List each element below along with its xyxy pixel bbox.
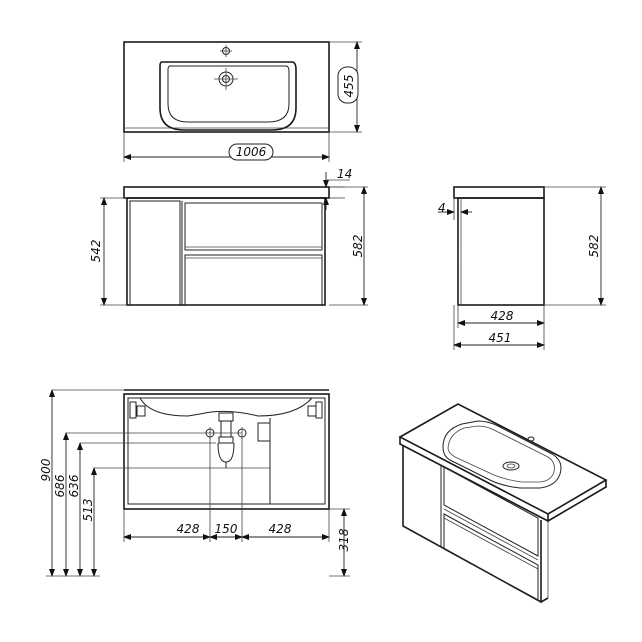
back-view: 900 686 636 513 428 150 428 318 — [39, 389, 351, 577]
front-body-height-label: 542 — [89, 240, 103, 263]
front-top-thickness-label: 14 — [337, 167, 352, 181]
back-height-2-label: 686 — [53, 474, 67, 497]
side-view: 4 582 428 451 — [438, 186, 606, 350]
side-offset-label: 4 — [438, 201, 446, 215]
top-view: 455 1006 — [123, 41, 362, 162]
back-width-center-label: 150 — [215, 522, 238, 536]
top-depth-label: 455 — [342, 75, 356, 98]
back-height-3-label: 636 — [67, 474, 81, 497]
drain-icon — [214, 68, 238, 90]
side-total-height-label: 582 — [587, 235, 601, 258]
front-total-height-label: 582 — [351, 235, 365, 258]
siphon-icon — [217, 412, 235, 468]
back-width-right-label: 428 — [269, 522, 292, 536]
tap-hole-icon — [220, 45, 232, 57]
back-bottom-height-label: 318 — [337, 528, 351, 551]
side-total-depth-label: 451 — [489, 331, 512, 345]
top-width-label: 1006 — [236, 145, 267, 159]
back-width-left-label: 428 — [177, 522, 200, 536]
back-height-1-label: 900 — [39, 458, 53, 481]
side-body-depth-label: 428 — [491, 309, 514, 323]
front-view: 14 542 582 — [89, 167, 368, 306]
isometric-view — [398, 403, 608, 604]
back-height-4-label: 513 — [81, 499, 95, 522]
